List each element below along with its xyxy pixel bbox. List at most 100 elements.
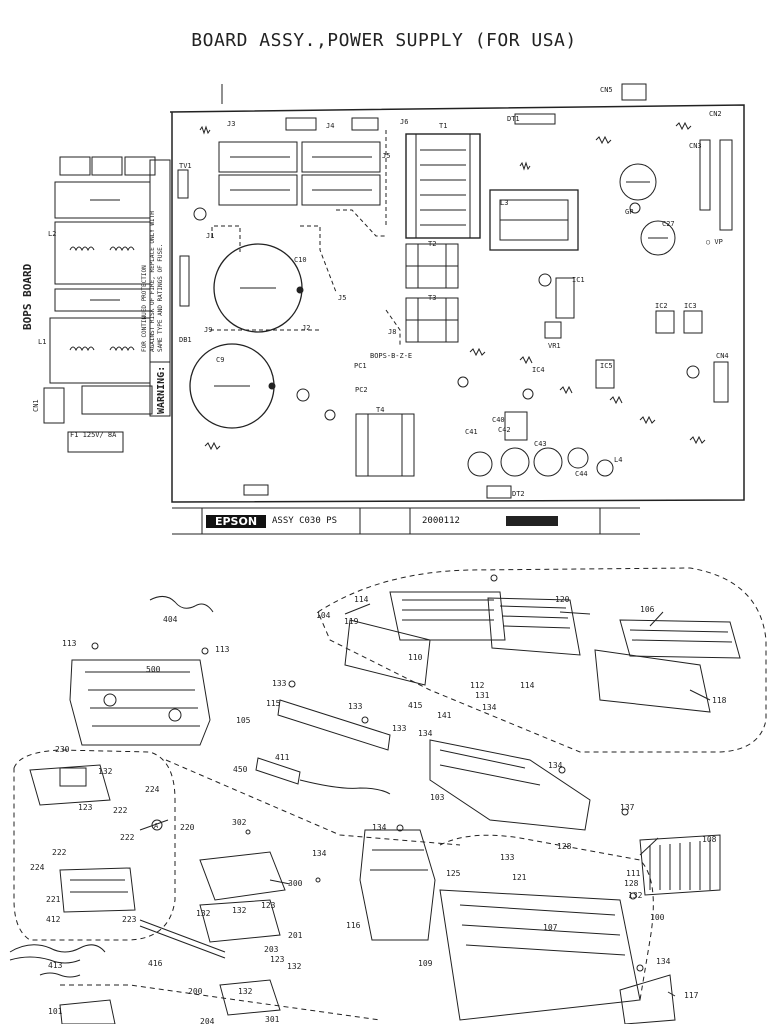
part-133a: 133 [272,679,287,688]
part-132d: 132 [628,891,643,900]
warning-line2: AGAINST RISK OF FIRE, REPLACE ONLY WITH [149,211,156,352]
label-c27: C27 [662,220,675,228]
part-300: 300 [288,879,303,888]
label-t2: T2 [428,240,436,248]
part-131: 131 [475,691,490,700]
exploded-view [9,567,767,1024]
part-115: 115 [266,699,281,708]
label-pc2: PC2 [355,386,368,394]
label-ic2: IC2 [655,302,668,310]
label-j3: J3 [227,120,235,128]
label-dt1: DT1 [507,115,520,123]
part-411: 411 [275,753,290,762]
part-134f: 134 [656,957,671,966]
label-ic4: IC4 [532,366,545,374]
redacted-field [506,516,558,526]
label-c42: C42 [498,426,511,434]
part-301: 301 [265,1015,280,1024]
label-cn5: CN5 [600,86,613,94]
part-133c: 133 [392,724,407,733]
pcb-board [43,83,745,535]
label-l2: L2 [48,230,56,238]
part-number: 2000112 [422,516,460,526]
part-128a: 128 [557,842,572,851]
part-113a: 113 [62,639,77,648]
part-221: 221 [46,895,61,904]
part-222b: 222 [52,848,67,857]
page-title: BOARD ASSY.,POWER SUPPLY (FOR USA) [191,30,577,51]
label-vp: ○ VP [706,238,723,246]
side-label: BOPS BOARD [21,263,34,330]
part-112: 112 [470,681,485,690]
part-412: 412 [46,915,61,924]
reference-marker [151,819,163,831]
part-134e: 134 [312,849,327,858]
label-tv1: TV1 [179,162,192,170]
board-code: BOPS-B-Z-E [370,352,412,360]
warning-line3: SAME TYPE AND RATINGS OF FUSE. [157,244,164,352]
warning-heading: WARNING: [156,366,167,414]
part-120: 120 [555,595,570,604]
label-j8: J8 [388,328,396,336]
label-l1: L1 [38,338,46,346]
part-404: 404 [163,615,178,624]
part-119: 119 [344,617,359,626]
label-cn1: CN1 [32,399,40,412]
label-cn2: CN2 [709,110,722,118]
label-j4: J4 [326,122,334,130]
part-111: 111 [626,869,641,878]
part-callouts: 404 113 113 500 104 114 119 110 120 106 … [30,595,727,1024]
part-132c: 132 [232,906,247,915]
label-vr1: VR1 [548,342,561,350]
part-415: 415 [408,701,423,710]
label-c44: C44 [575,470,588,478]
label-l4: L4 [614,456,622,464]
label-t3: T3 [428,294,436,302]
label-c9: C9 [216,356,224,364]
label-j5b: J5 [338,294,346,302]
part-106: 106 [640,605,655,614]
part-134c: 134 [548,761,563,770]
part-109: 109 [418,959,433,968]
label-t1: T1 [439,122,447,130]
label-c10: C10 [294,256,307,264]
part-134a: 134 [482,703,497,712]
assy-label: ASSY C030 PS [272,516,338,526]
part-103: 103 [430,793,445,802]
part-132f: 132 [238,987,253,996]
part-500: 500 [146,665,161,674]
part-110: 110 [408,653,423,662]
label-cn3: CN3 [689,142,702,150]
part-128b: 128 [624,879,639,888]
part-204: 204 [200,1017,215,1024]
part-123a: 123 [78,803,93,812]
part-222a: 222 [113,806,128,815]
part-224a: 224 [145,785,160,794]
label-c40: C40 [492,416,505,424]
part-116: 116 [346,921,361,930]
part-200: 200 [188,987,203,996]
part-114b: 114 [520,681,535,690]
part-104: 104 [316,611,331,620]
label-ic5: IC5 [600,362,613,370]
reference-marker-label: A [154,822,159,830]
label-j5: J5 [382,152,390,160]
part-114a: 114 [354,595,369,604]
label-c43: C43 [534,440,547,448]
part-133d: 133 [500,853,515,862]
warning-block: WARNING: FOR CONTINUED PROTECTION AGAINS… [141,211,171,417]
part-141: 141 [437,711,452,720]
label-dt2: DT2 [512,490,525,498]
part-220: 220 [180,823,195,832]
brand-logo: EPSON [206,515,266,528]
part-302: 302 [232,818,247,827]
part-123b: 123 [261,901,276,910]
part-416: 416 [148,959,163,968]
part-201: 201 [288,931,303,940]
part-107: 107 [543,923,558,932]
part-134b: 134 [418,729,433,738]
part-100: 100 [650,913,665,922]
part-134d: 134 [372,823,387,832]
warning-line1: FOR CONTINUED PROTECTION [141,265,148,352]
part-101: 101 [48,1007,63,1016]
